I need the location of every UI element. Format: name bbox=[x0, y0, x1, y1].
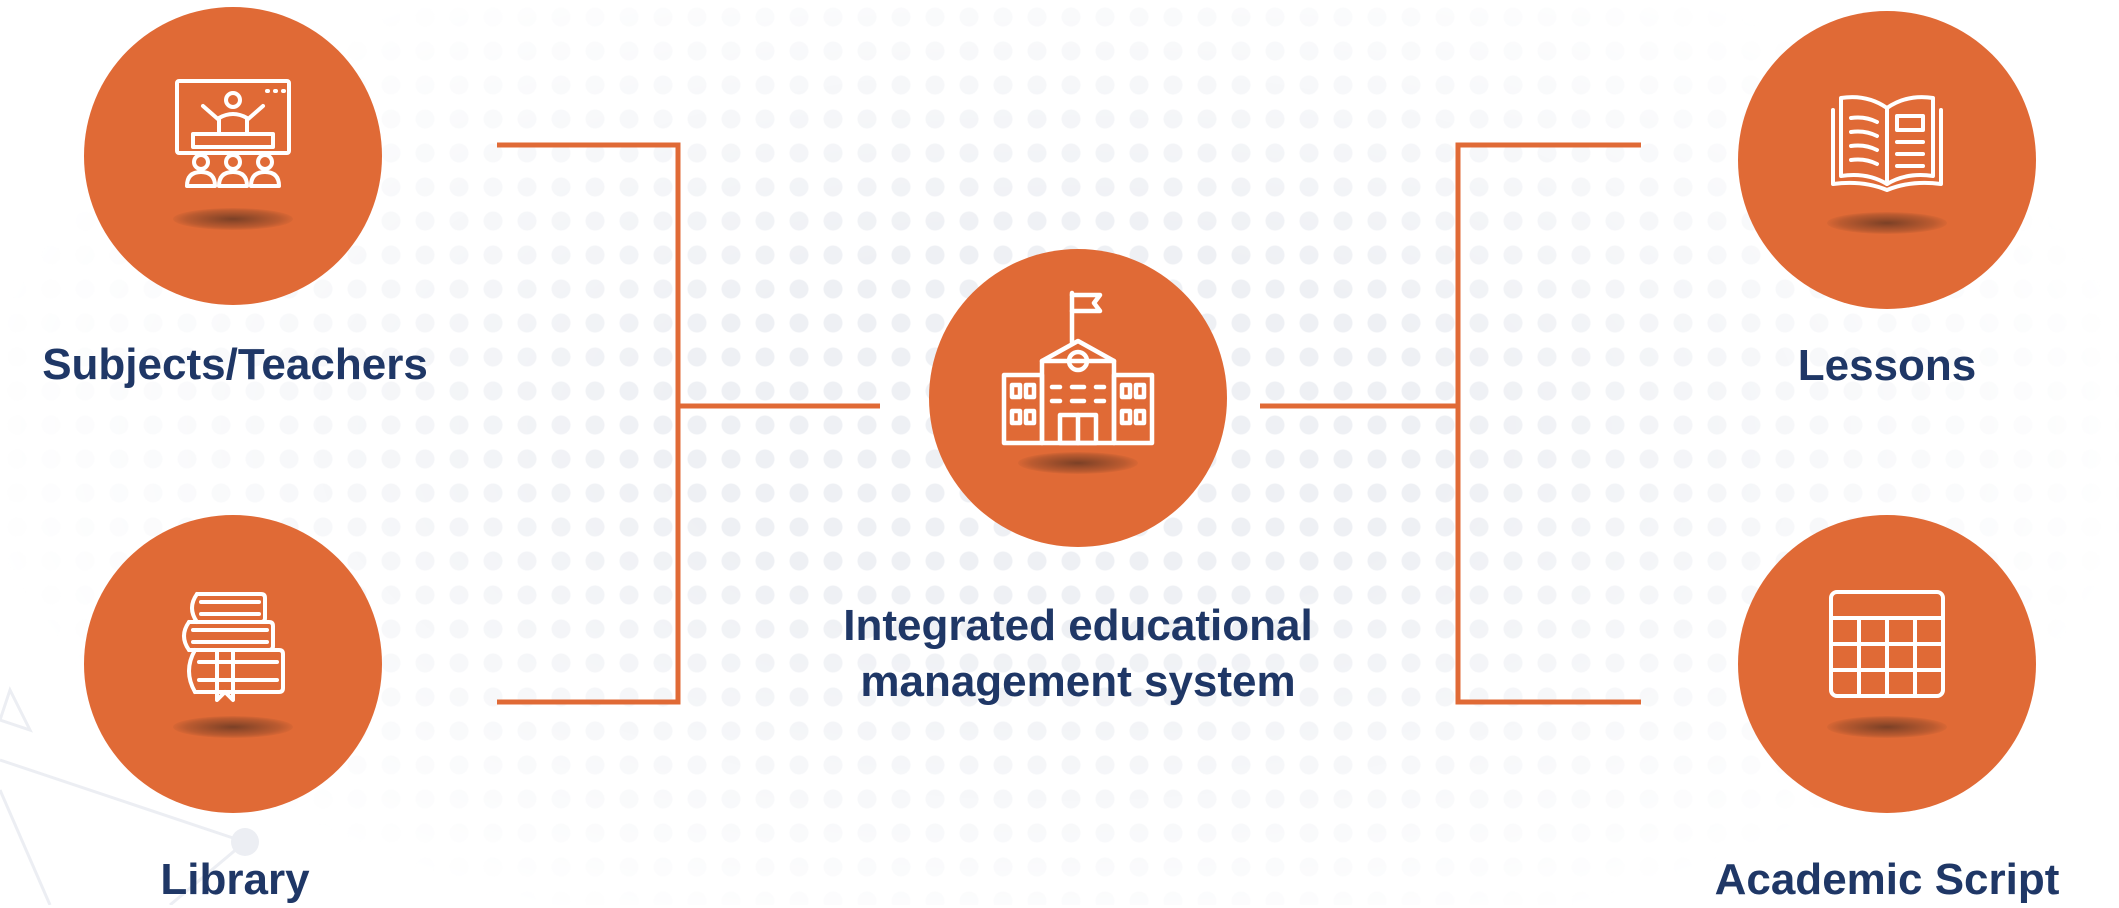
icon-shadow bbox=[1827, 212, 1947, 234]
icon-shadow bbox=[173, 208, 293, 230]
center-label-line2: management system bbox=[860, 657, 1296, 706]
icon-shadow bbox=[173, 716, 293, 738]
open-book-icon bbox=[1827, 80, 1947, 200]
subjects-teachers-label: Subjects/Teachers bbox=[42, 340, 428, 389]
center-circle bbox=[929, 249, 1227, 547]
subjects-teachers-node bbox=[84, 7, 382, 305]
table-grid-icon bbox=[1827, 584, 1947, 704]
academic-script-node bbox=[1738, 515, 2036, 813]
center-label-line1: Integrated educational bbox=[843, 601, 1313, 650]
lessons-node bbox=[1738, 11, 2036, 309]
book-stack-icon bbox=[173, 584, 293, 704]
teacher-classroom-icon bbox=[173, 76, 293, 196]
center-node bbox=[929, 249, 1227, 547]
library-label: Library bbox=[160, 855, 310, 904]
library-node bbox=[84, 515, 382, 813]
school-building-icon bbox=[994, 287, 1162, 455]
icon-shadow bbox=[1018, 452, 1138, 474]
icon-shadow bbox=[1827, 716, 1947, 738]
lessons-label: Lessons bbox=[1797, 341, 1977, 390]
academic-script-label: Academic Script bbox=[1714, 855, 2060, 904]
